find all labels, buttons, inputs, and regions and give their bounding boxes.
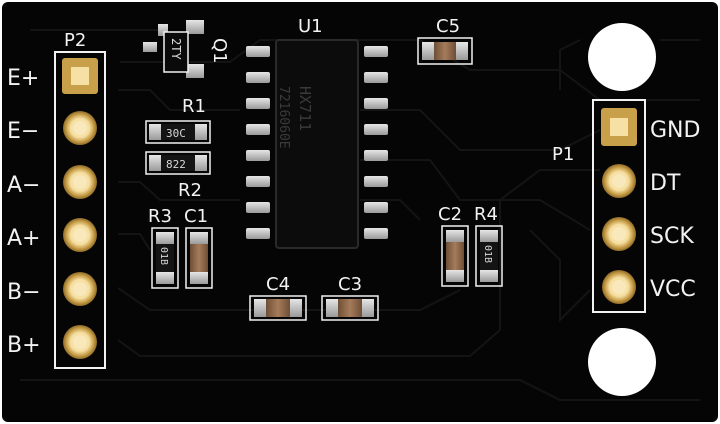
svg-text:R2: R2 — [178, 180, 202, 201]
capacitor-c3: C3 — [321, 274, 379, 321]
p2-pin-drill — [73, 228, 87, 242]
p2-pin-label: A− — [7, 173, 40, 198]
p2-designator: P2 — [64, 30, 86, 51]
p1-pin-drill — [612, 280, 626, 294]
p2-pin-drill — [73, 335, 87, 349]
resistor-r1: R1 30C — [145, 96, 211, 144]
p2-pin-square-drill — [71, 67, 89, 85]
p2-pin-drill — [73, 282, 87, 296]
resistor-r4: R4 01B — [474, 204, 503, 287]
connector-p2: P2 E+ E− A− A+ B− B+ — [7, 30, 106, 369]
mounting-hole-bottom — [588, 328, 656, 396]
p2-pin-label: B− — [7, 280, 41, 305]
svg-text:01B: 01B — [158, 247, 169, 265]
capacitor-c1: C1 — [184, 206, 213, 289]
svg-text:Q1: Q1 — [209, 38, 230, 64]
p2-pin-label: E− — [7, 119, 39, 144]
transistor-q1: 2TY Q1 — [143, 20, 230, 78]
svg-text:01B: 01B — [482, 245, 493, 263]
p1-pin-square-drill — [610, 118, 628, 136]
resistor-r2: 822 R2 — [145, 151, 211, 201]
connector-p1: P1 GND DT SCK VCC — [552, 99, 700, 313]
p1-outline — [592, 99, 646, 313]
p1-designator: P1 — [552, 144, 574, 165]
svg-text:C1: C1 — [184, 206, 208, 227]
svg-text:HX711: HX711 — [296, 86, 314, 131]
chip-u1: U1 HX711 7216060E — [246, 16, 388, 249]
p1-pin-drill — [612, 227, 626, 241]
p2-pin-drill — [73, 121, 87, 135]
capacitor-c4: C4 — [249, 274, 307, 321]
p2-pin-label: E+ — [7, 66, 39, 91]
p2-pin-drill — [73, 175, 87, 189]
svg-text:R3: R3 — [148, 206, 172, 227]
mounting-hole-top — [588, 23, 656, 91]
capacitor-c2: C2 — [438, 204, 469, 287]
p1-pin-label: DT — [650, 171, 681, 196]
svg-text:7216060E: 7216060E — [276, 86, 291, 149]
svg-text:C2: C2 — [438, 204, 462, 225]
svg-text:C3: C3 — [338, 274, 362, 295]
u1-marking: HX711 7216060E — [276, 86, 314, 149]
p2-pin-label: A+ — [7, 226, 40, 251]
u1-designator: U1 — [298, 16, 323, 37]
u1-body — [275, 39, 359, 249]
u1-left-pads — [246, 46, 270, 239]
p1-pin-label: VCC — [650, 277, 696, 302]
svg-text:30C: 30C — [166, 127, 186, 140]
resistor-r3: R3 01B — [148, 206, 179, 289]
p2-pin-label: B+ — [7, 333, 41, 358]
p2-outline — [54, 51, 106, 369]
svg-text:R4: R4 — [474, 204, 498, 225]
p1-pin-label: GND — [650, 118, 700, 143]
p1-pin-drill — [612, 174, 626, 188]
svg-text:822: 822 — [166, 158, 186, 171]
svg-text:C5: C5 — [436, 16, 460, 37]
u1-right-pads — [364, 46, 388, 239]
capacitor-c5: C5 — [417, 16, 473, 65]
svg-text:C4: C4 — [266, 274, 290, 295]
p1-pin-label: SCK — [650, 224, 694, 249]
svg-text:R1: R1 — [182, 96, 206, 117]
svg-text:2TY: 2TY — [169, 38, 183, 60]
